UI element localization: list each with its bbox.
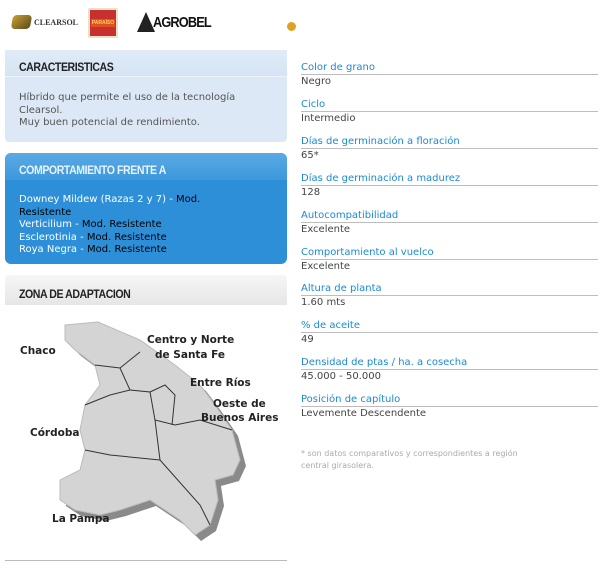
spec-label: Densidad de ptas / ha. a cosecha bbox=[301, 357, 598, 371]
caracteristicas-panel: CARACTERISTICAS Híbrido que permite el u… bbox=[5, 50, 287, 142]
spec-value: 65* bbox=[301, 149, 319, 161]
spec-label: Ciclo bbox=[301, 99, 598, 112]
spec-value: Negro bbox=[301, 76, 331, 87]
clearsol-logo: CLEARSOL bbox=[10, 8, 78, 36]
spec-value: 128 bbox=[301, 186, 321, 198]
spec-label: Autocompatibilidad bbox=[301, 210, 598, 223]
spec-label: Altura de planta bbox=[301, 283, 598, 297]
zona-panel: ZONA DE ADAPTACION bbox=[5, 275, 287, 561]
spec-value: 49 bbox=[301, 334, 314, 346]
spec-label: Posición de capítulo bbox=[301, 394, 598, 408]
zona-title: ZONA DE ADAPTACION bbox=[19, 287, 131, 301]
spec-label: Comportamiento al vuelco bbox=[301, 247, 598, 260]
paraiso-logo: PARAÍSO bbox=[88, 8, 118, 38]
disease-item: Roya Negra - Mod. Resistente bbox=[19, 244, 167, 255]
spec-value: 1.60 mts bbox=[301, 297, 346, 309]
region-chaco: Chaco bbox=[20, 345, 56, 357]
caracteristicas-text: Híbrido que permite el uso de la tecnolo… bbox=[19, 92, 236, 128]
region-santa-fe: Centro y Norte bbox=[147, 334, 234, 346]
caracteristicas-title: CARACTERISTICAS bbox=[19, 60, 114, 74]
adaptation-map: Chaco Centro y Norte de Santa Fe Entre R… bbox=[20, 321, 278, 541]
disease-item: Verticilium - Mod. Resistente bbox=[19, 219, 162, 230]
spec-value: Intermedio bbox=[301, 112, 356, 124]
spec-label: Días de germinación a madurez bbox=[301, 173, 598, 186]
region-buenos-aires: Oeste de bbox=[213, 398, 266, 410]
spec-label: Color de grano bbox=[301, 62, 598, 75]
region-cordoba: Córdoba bbox=[30, 427, 79, 439]
region-entre-rios: Entre Ríos bbox=[190, 377, 251, 389]
footnote: * son datos comparativos y correspondien… bbox=[301, 449, 518, 470]
agrobel-logo: AGROBEL bbox=[137, 8, 296, 36]
spec-value: Excelente bbox=[301, 260, 351, 272]
spec-label: Días de germinación a floración bbox=[301, 136, 598, 149]
spec-label: % de aceite bbox=[301, 320, 598, 334]
region-santa-fe-2: de Santa Fe bbox=[155, 349, 225, 361]
region-buenos-aires-2: Buenos Aires bbox=[201, 412, 278, 424]
region-la-pampa: La Pampa bbox=[52, 513, 109, 525]
spec-value: Excelente bbox=[301, 223, 351, 235]
comportamiento-panel: COMPORTAMIENTO FRENTE A Downey Mildew (R… bbox=[5, 153, 287, 264]
disease-item: Esclerotinia - Mod. Resistente bbox=[19, 231, 167, 243]
spec-value: Levemente Descendente bbox=[301, 408, 427, 420]
comportamiento-title: COMPORTAMIENTO FRENTE A bbox=[19, 163, 166, 177]
disease-item: Downey Mildew (Razas 2 y 7) - Mod. Resis… bbox=[19, 194, 201, 218]
comportamiento-list: Downey Mildew (Razas 2 y 7) - Mod. Resis… bbox=[19, 194, 219, 257]
spec-value: 45.000 - 50.000 bbox=[301, 371, 381, 383]
